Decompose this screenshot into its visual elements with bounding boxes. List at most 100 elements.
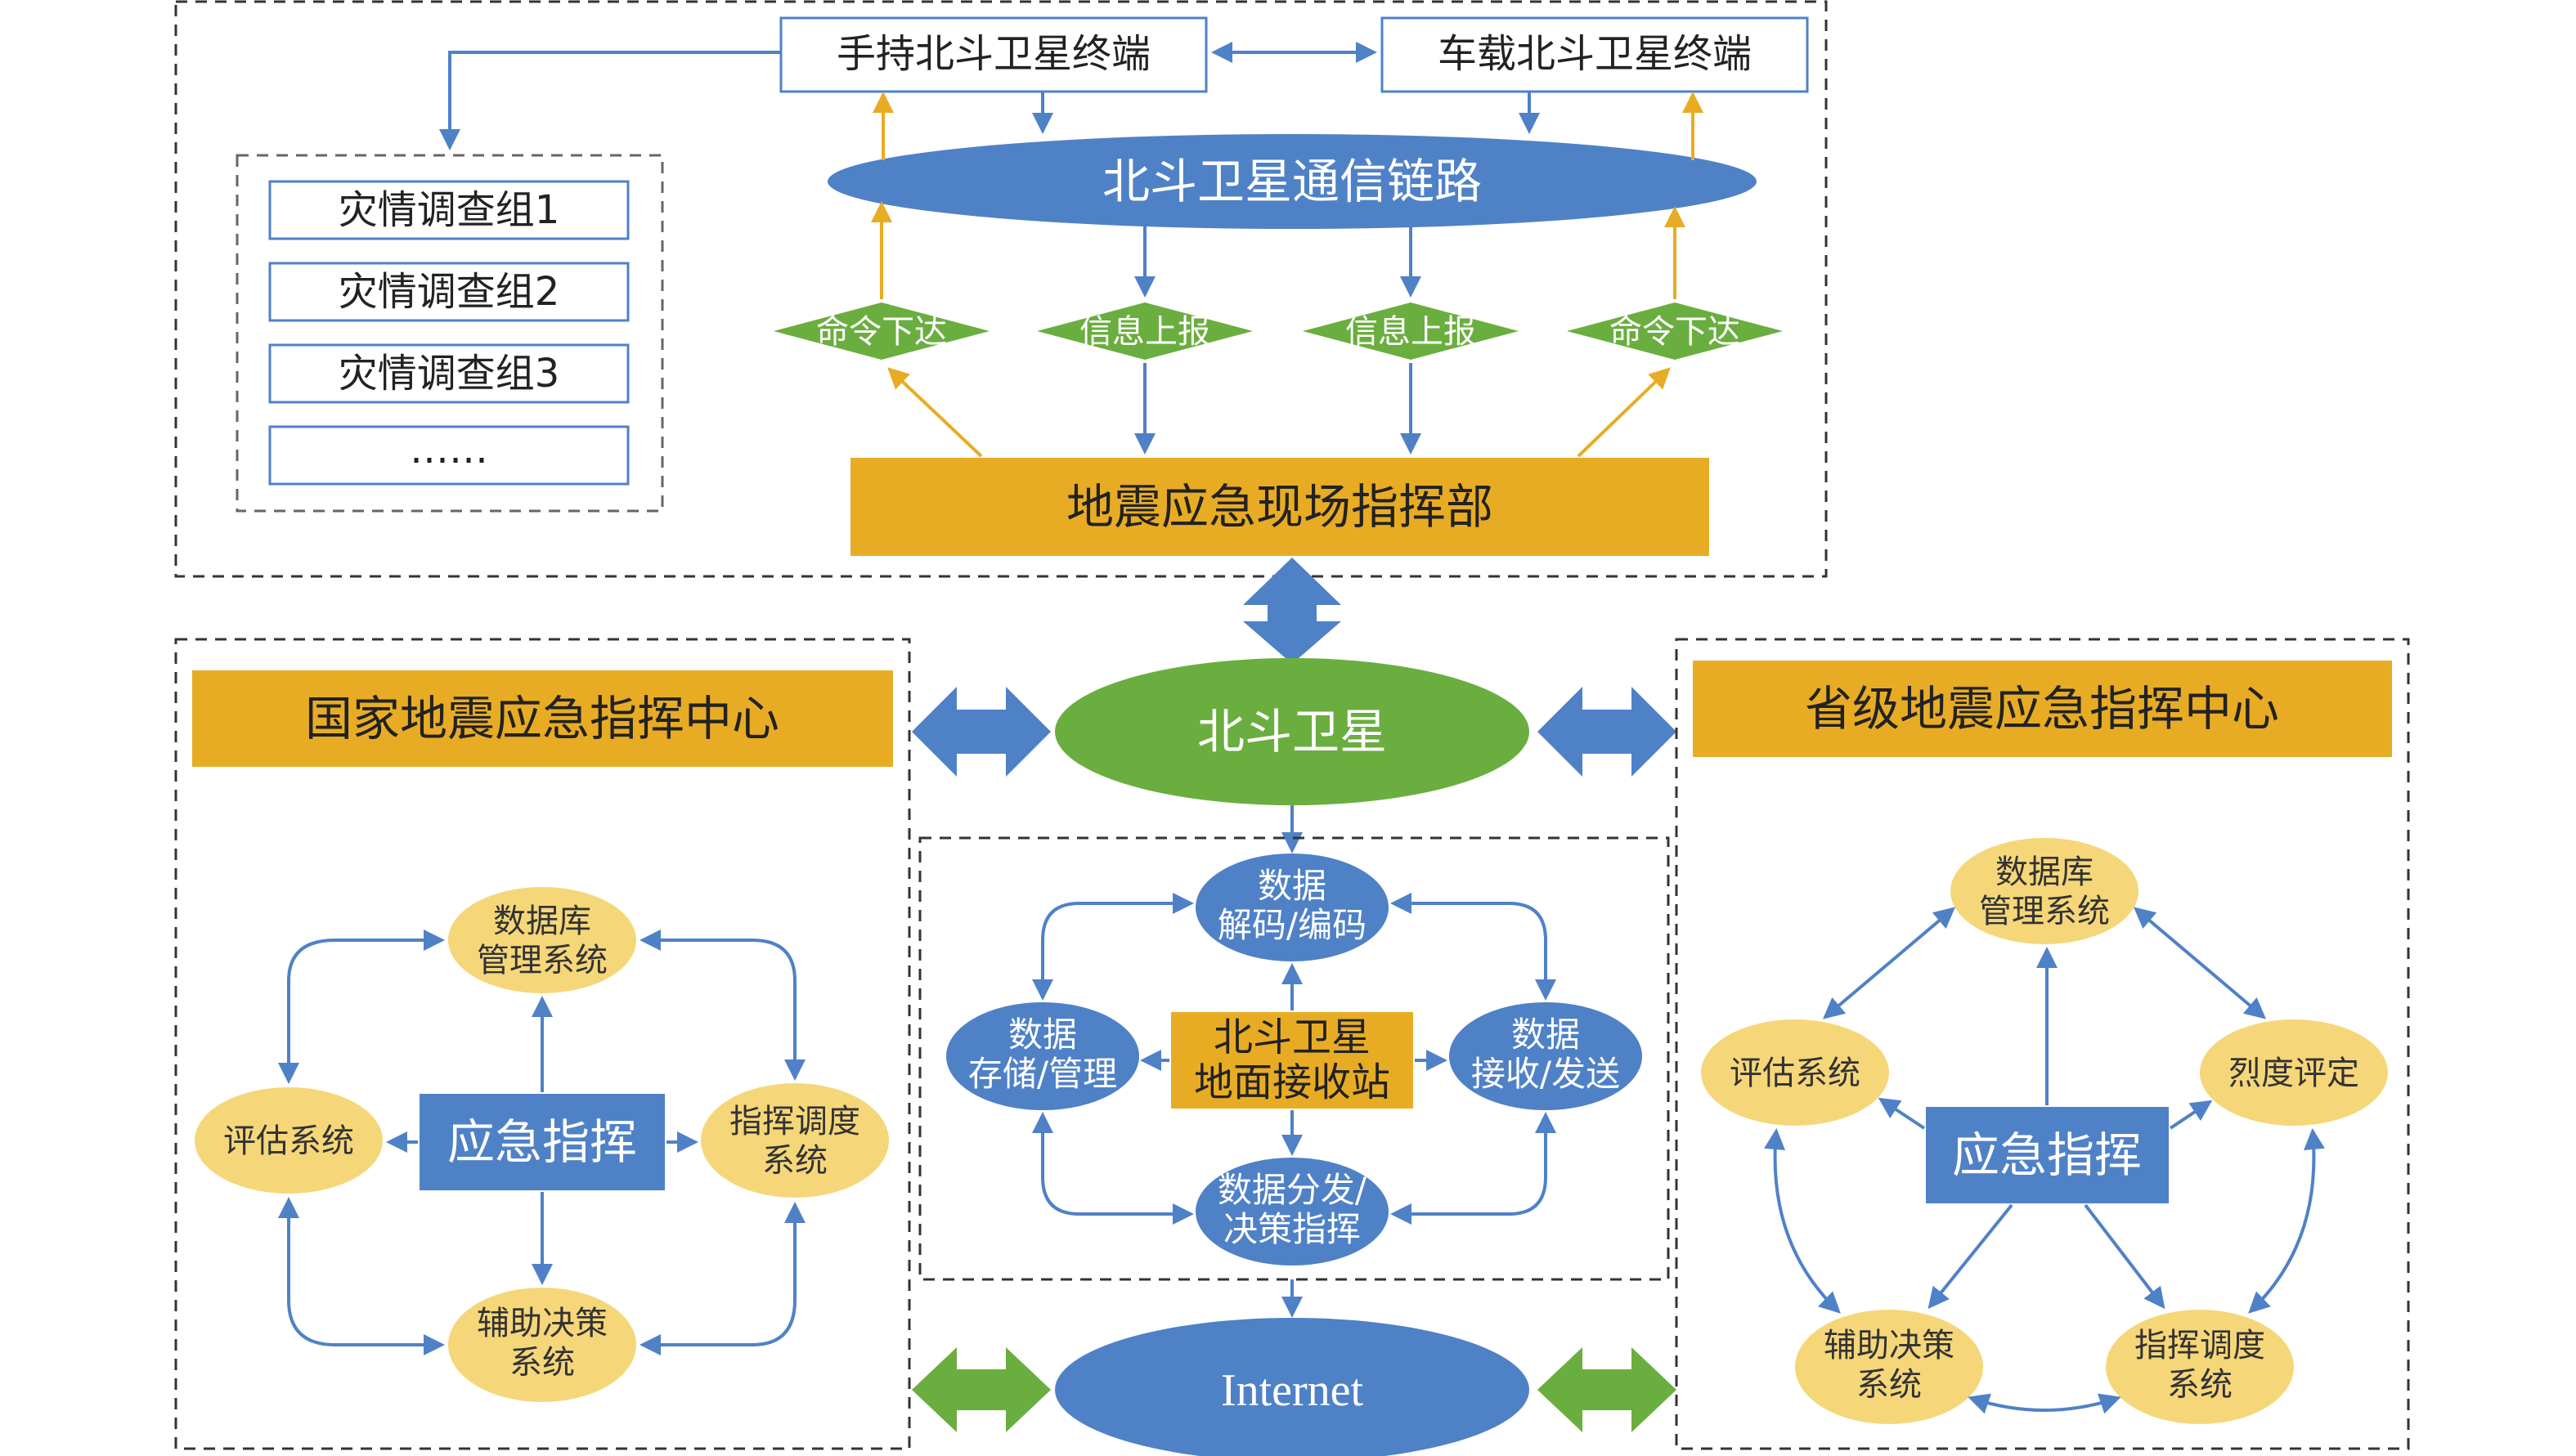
national-dispatch-label-2: 系统 xyxy=(762,1142,828,1180)
national-db-label-1: 数据库 xyxy=(493,903,591,940)
ground-station-box xyxy=(1171,1012,1413,1109)
handheld-to-survey-arrow xyxy=(439,51,781,150)
national-aid-label-1: 辅助决策 xyxy=(477,1305,608,1342)
diamond-command-right-label: 命令下达 xyxy=(1609,313,1740,351)
prov-dispatch-label-2: 系统 xyxy=(2167,1366,2233,1404)
receive-label-1: 数据 xyxy=(1511,1015,1580,1055)
prov-db-intensity-arrow xyxy=(2133,907,2267,1019)
survey-groups-border xyxy=(236,154,664,513)
prov-dispatch-label-1: 指挥调度 xyxy=(2134,1327,2265,1364)
provincial-internet-double-arrow xyxy=(1537,1347,1676,1432)
top-section-border xyxy=(174,0,1828,578)
survey-group-more-box xyxy=(268,425,630,486)
decode-receive-arrow xyxy=(1390,893,1556,1001)
prov-core-box xyxy=(1926,1107,2169,1203)
national-section-border xyxy=(174,638,911,1450)
prov-aid-label-1: 辅助决策 xyxy=(1824,1327,1954,1364)
national-eval-node xyxy=(195,1087,383,1194)
prov-db-label-2: 管理系统 xyxy=(1979,893,2110,930)
survey-group-3-box xyxy=(268,343,630,404)
diamond-command-right xyxy=(1567,302,1783,360)
prov-db-label-1: 数据库 xyxy=(1995,853,2094,891)
vehicle-terminal-box xyxy=(1380,16,1809,93)
internet-label: Internet xyxy=(1221,1365,1364,1416)
national-dispatch-label-1: 指挥调度 xyxy=(729,1103,860,1140)
ground-station-label-2: 地面接收站 xyxy=(1194,1060,1390,1105)
storage-label-1: 数据 xyxy=(1008,1015,1077,1055)
national-eval-label: 评估系统 xyxy=(223,1122,354,1160)
hq-to-cmd-right-arrow xyxy=(1577,367,1671,458)
satellite-label: 北斗卫星 xyxy=(1197,704,1387,759)
distribute-label-2: 决策指挥 xyxy=(1223,1209,1361,1249)
national-core-label: 应急指挥 xyxy=(447,1114,637,1170)
prov-core-to-dispatch-arrow xyxy=(2084,1203,2165,1310)
prov-db-node xyxy=(1950,838,2138,944)
prov-core-to-eval-arrow xyxy=(1878,1097,1926,1130)
ground-station-border xyxy=(918,836,1670,1281)
decode-label-2: 解码/编码 xyxy=(1218,905,1367,945)
national-satellite-double-arrow xyxy=(912,687,1051,777)
national-internet-double-arrow xyxy=(912,1347,1051,1432)
comm-link-label: 北斗卫星通信链路 xyxy=(1102,154,1482,209)
prov-core-label: 应急指挥 xyxy=(1952,1127,2142,1183)
diamond-command-left xyxy=(774,302,990,360)
storage-node xyxy=(946,1002,1139,1110)
handheld-terminal-box xyxy=(779,16,1208,93)
diamond-info-right xyxy=(1303,302,1519,360)
ground-station-label-1: 北斗卫星 xyxy=(1214,1015,1371,1060)
prov-core-to-aid-arrow xyxy=(1928,1203,2013,1310)
survey-group-more-label: …… xyxy=(410,427,488,473)
storage-label-2: 存储/管理 xyxy=(968,1054,1117,1094)
survey-group-3-label: 灾情调查组3 xyxy=(339,351,560,396)
field-hq-box xyxy=(850,458,1709,556)
storage-decode-arrow xyxy=(1032,893,1194,1001)
prov-aid-node xyxy=(1795,1310,1983,1424)
distribute-receive-arrow xyxy=(1390,1112,1556,1225)
national-db-node xyxy=(448,887,636,993)
nat-aid-dispatch-arrow xyxy=(640,1202,806,1355)
national-title: 国家地震应急指挥中心 xyxy=(305,691,779,746)
national-aid-label-2: 系统 xyxy=(509,1344,575,1382)
diamond-info-left-label: 信息上报 xyxy=(1079,313,1210,351)
distribute-node xyxy=(1196,1158,1389,1266)
national-db-label-2: 管理系统 xyxy=(477,942,608,979)
distribute-label-1: 数据分发/ xyxy=(1218,1170,1367,1210)
prov-dispatch-node xyxy=(2106,1310,2294,1424)
provincial-section-border xyxy=(1675,638,2410,1450)
prov-eval-node xyxy=(1701,1019,1889,1126)
prov-eval-aid-arrow xyxy=(1764,1128,1841,1314)
nat-db-dispatch-arrow xyxy=(640,930,806,1081)
national-title-box xyxy=(192,670,893,767)
provincial-satellite-double-arrow xyxy=(1537,687,1676,777)
survey-group-2-label: 灾情调查组2 xyxy=(339,269,560,315)
provincial-title-box xyxy=(1693,661,2392,757)
storage-distribute-arrow xyxy=(1032,1112,1194,1225)
prov-intensity-label: 烈度评定 xyxy=(2228,1055,2359,1092)
survey-group-2-box xyxy=(268,262,630,322)
national-aid-node xyxy=(448,1288,636,1402)
prov-aid-dispatch-arrow xyxy=(1968,1393,2121,1414)
prov-core-to-intensity-arrow xyxy=(2169,1100,2213,1130)
prov-intensity-node xyxy=(2200,1019,2388,1126)
hq-satellite-double-arrow xyxy=(1243,558,1341,664)
vehicle-terminal-label: 车载北斗卫星终端 xyxy=(1438,31,1752,77)
survey-group-1-box xyxy=(268,180,630,240)
provincial-title: 省级地震应急指挥中心 xyxy=(1805,681,2279,737)
internet-ellipse xyxy=(1055,1318,1529,1456)
receive-node xyxy=(1449,1002,1642,1110)
diamond-info-right-label: 信息上报 xyxy=(1345,313,1476,351)
nat-eval-db-arrow xyxy=(278,930,445,1084)
decode-node xyxy=(1196,853,1389,961)
nat-eval-aid-arrow xyxy=(278,1197,445,1355)
national-dispatch-node xyxy=(701,1083,889,1198)
survey-group-1-label: 灾情调查组1 xyxy=(339,187,560,233)
comm-link-ellipse xyxy=(828,134,1757,229)
prov-aid-label-2: 系统 xyxy=(1856,1366,1922,1404)
diamond-info-left xyxy=(1037,302,1253,360)
prov-intensity-dispatch-arrow xyxy=(2248,1128,2325,1314)
prov-eval-label: 评估系统 xyxy=(1730,1055,1860,1092)
diamond-command-left-label: 命令下达 xyxy=(816,313,947,351)
hq-to-cmd-left-arrow xyxy=(887,367,983,458)
field-hq-label: 地震应急现场指挥部 xyxy=(1066,479,1493,535)
